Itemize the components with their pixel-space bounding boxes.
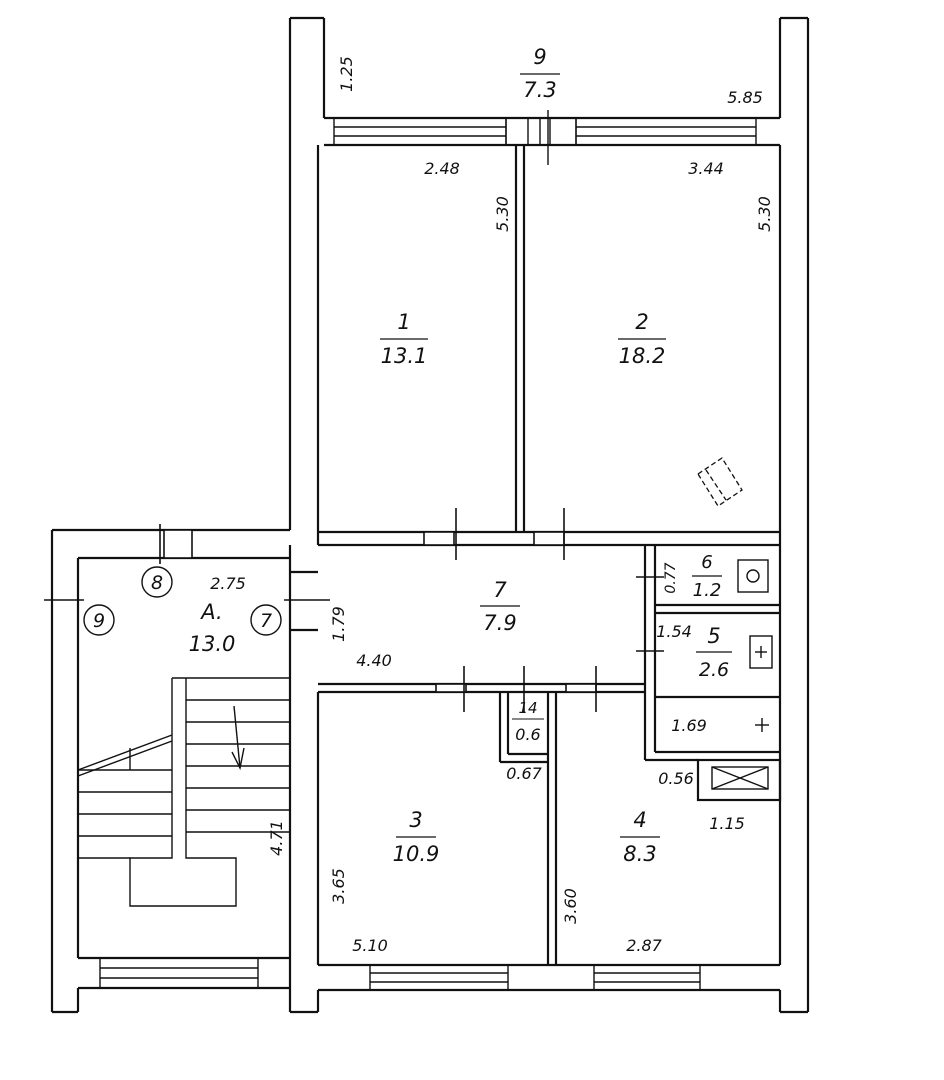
dim-room4-depth: 3.60 bbox=[561, 888, 580, 924]
dim-shaft-width: 0.56 bbox=[658, 769, 694, 788]
windows bbox=[99, 110, 757, 991]
room-3-label: 3 10.9 bbox=[393, 808, 440, 866]
dim-closet-width: 0.67 bbox=[506, 764, 542, 783]
marker-8-text: 8 bbox=[151, 572, 163, 594]
room-6-area: 1.2 bbox=[693, 580, 722, 601]
room-14-label: 14 0.6 bbox=[512, 699, 544, 744]
dim-balcony-length: 5.85 bbox=[727, 88, 763, 107]
room-7-label: 7 7.9 bbox=[480, 578, 520, 635]
dim-room4-depth-b: 1.15 bbox=[709, 814, 745, 833]
dim-room6-depth: 0.77 bbox=[663, 562, 679, 593]
room-4-number: 4 bbox=[633, 808, 646, 832]
marker-9-text: 9 bbox=[93, 610, 105, 632]
room-2-area: 18.2 bbox=[619, 344, 666, 368]
dim-room3-width: 5.10 bbox=[352, 936, 388, 955]
dim-balcony-depth: 1.25 bbox=[337, 56, 356, 92]
dim-room5-width: 1.69 bbox=[671, 716, 707, 735]
room-5-label: 5 2.6 bbox=[696, 624, 732, 681]
room-7-area: 7.9 bbox=[483, 611, 516, 635]
toilet-icon bbox=[737, 559, 769, 593]
dim-room3-depth: 3.65 bbox=[329, 868, 348, 904]
room-14-number: 14 bbox=[518, 699, 537, 717]
stair-direction-arrow-icon bbox=[231, 705, 245, 771]
bathtub-tap-icon bbox=[755, 718, 769, 732]
room-3-number: 3 bbox=[409, 808, 422, 832]
room-9-area: 7.3 bbox=[523, 78, 556, 102]
ventilation-shaft-icon bbox=[711, 766, 769, 790]
room-5-area: 2.6 bbox=[699, 659, 729, 681]
room-7-number: 7 bbox=[493, 578, 507, 602]
dim-hall-length: 4.40 bbox=[356, 651, 392, 670]
dim-room1-width: 2.48 bbox=[424, 159, 460, 178]
marker-9: 9 bbox=[83, 604, 115, 636]
dim-stair-width: 2.75 bbox=[210, 574, 246, 593]
dim-room2-depth: 5.30 bbox=[755, 196, 774, 232]
door-openings bbox=[44, 508, 664, 712]
room-9-number: 9 bbox=[533, 45, 546, 69]
dim-room2-width: 3.44 bbox=[688, 159, 724, 178]
room-2-number: 2 bbox=[635, 310, 648, 334]
room-5-number: 5 bbox=[707, 624, 720, 648]
dimension-labels: 1.25 5.85 2.48 5.30 3.44 5.30 2.75 4.71 … bbox=[210, 56, 774, 955]
marker-8: 8 bbox=[141, 566, 173, 598]
room-4-area: 8.3 bbox=[623, 842, 656, 866]
dim-room5-depth: 1.54 bbox=[656, 622, 692, 641]
sink-icon bbox=[749, 635, 773, 669]
stair-label: A. bbox=[199, 600, 222, 624]
room-4-label: 4 8.3 bbox=[620, 808, 660, 866]
staircase bbox=[77, 677, 290, 907]
room-1-label: 1 13.1 bbox=[380, 310, 428, 368]
room-1-area: 13.1 bbox=[381, 344, 428, 368]
dim-stair-depth: 4.71 bbox=[267, 820, 286, 856]
room-9-label: 9 7.3 bbox=[520, 45, 560, 102]
room-6-label: 6 1.2 bbox=[692, 552, 722, 601]
room-6-number: 6 bbox=[701, 552, 712, 573]
room-14-area: 0.6 bbox=[515, 725, 540, 744]
marker-7: 7 bbox=[250, 604, 282, 636]
dim-room1-depth: 5.30 bbox=[493, 196, 512, 232]
dim-room4-width: 2.87 bbox=[626, 936, 662, 955]
stair-area: 13.0 bbox=[189, 632, 236, 656]
door-swing-icon bbox=[697, 457, 743, 507]
room-2-label: 2 18.2 bbox=[618, 310, 666, 368]
stair-hall-label: A. 13.0 bbox=[189, 600, 236, 656]
marker-7-text: 7 bbox=[260, 610, 272, 632]
room-3-area: 10.9 bbox=[393, 842, 440, 866]
dim-hall-depth: 1.79 bbox=[329, 606, 348, 642]
room-1-number: 1 bbox=[397, 310, 410, 334]
